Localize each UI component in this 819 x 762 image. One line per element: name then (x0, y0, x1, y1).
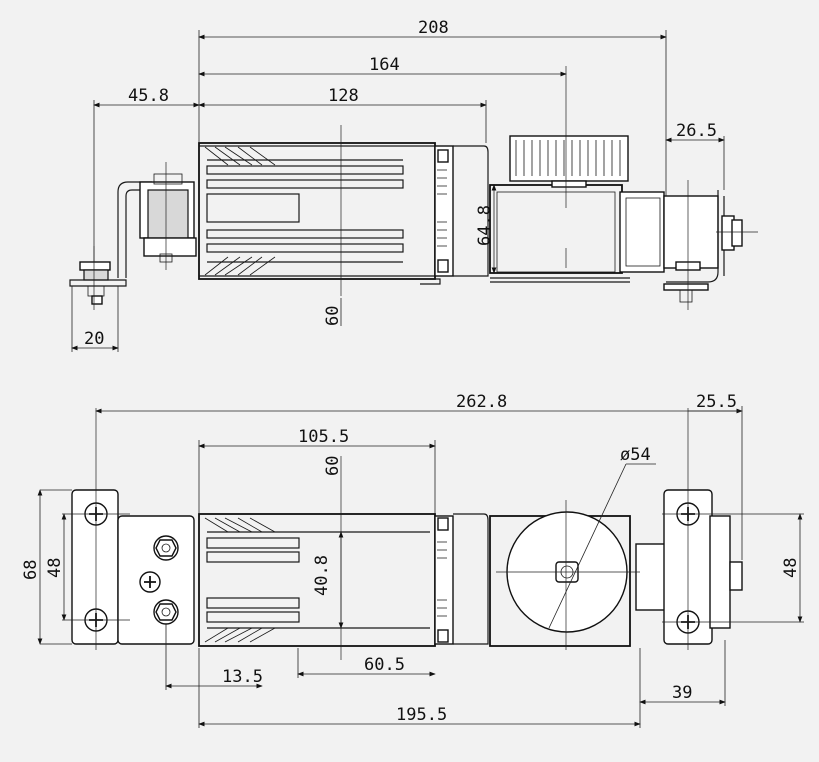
left-bracket (69, 173, 197, 305)
dim-40-8: 40.8 (312, 555, 332, 596)
dim-25-5: 25.5 (696, 392, 737, 412)
gearbox-front (489, 511, 667, 647)
dim-105-5: 105.5 (298, 427, 349, 447)
dim-48-right: 48 (781, 558, 801, 578)
dim-48-left: 48 (45, 558, 65, 578)
front-dimensions (37, 406, 803, 728)
dim-26-5: 26.5 (676, 121, 717, 141)
top-dimension-labels: 208 164 128 45.8 26.5 64.8 60 20 (84, 18, 717, 349)
dim-60-front: 60 (323, 456, 343, 476)
left-mount-plate (71, 489, 195, 645)
dim-60-top: 60 (323, 306, 343, 326)
dim-68: 68 (21, 560, 41, 580)
dim-dia-54: ø54 (620, 445, 651, 465)
right-bracket-top (663, 190, 743, 303)
right-mount-plate (663, 489, 743, 645)
dim-128: 128 (328, 86, 359, 106)
motor-body-front (198, 513, 489, 647)
front-view: 262.8 25.5 105.5 ø54 60 40.8 68 48 48 13… (21, 392, 804, 728)
dim-64-8: 64.8 (475, 205, 495, 246)
dim-195-5: 195.5 (396, 705, 447, 725)
top-view: 208 164 128 45.8 26.5 64.8 60 20 (69, 18, 758, 352)
dim-13-5: 13.5 (222, 667, 263, 687)
dim-164: 164 (369, 55, 400, 75)
dim-208: 208 (418, 18, 449, 38)
gearbox-top (489, 135, 665, 283)
top-centerlines (93, 66, 758, 310)
dim-20: 20 (84, 329, 104, 349)
front-centerlines (62, 408, 804, 660)
top-dimensions (71, 30, 725, 352)
dim-262-8: 262.8 (456, 392, 507, 412)
dim-60-5: 60.5 (364, 655, 405, 675)
dim-39: 39 (672, 683, 692, 703)
front-dimension-labels: 262.8 25.5 105.5 ø54 60 40.8 68 48 48 13… (21, 392, 801, 725)
motor-body-top (198, 142, 489, 285)
dim-45-8: 45.8 (128, 86, 169, 106)
